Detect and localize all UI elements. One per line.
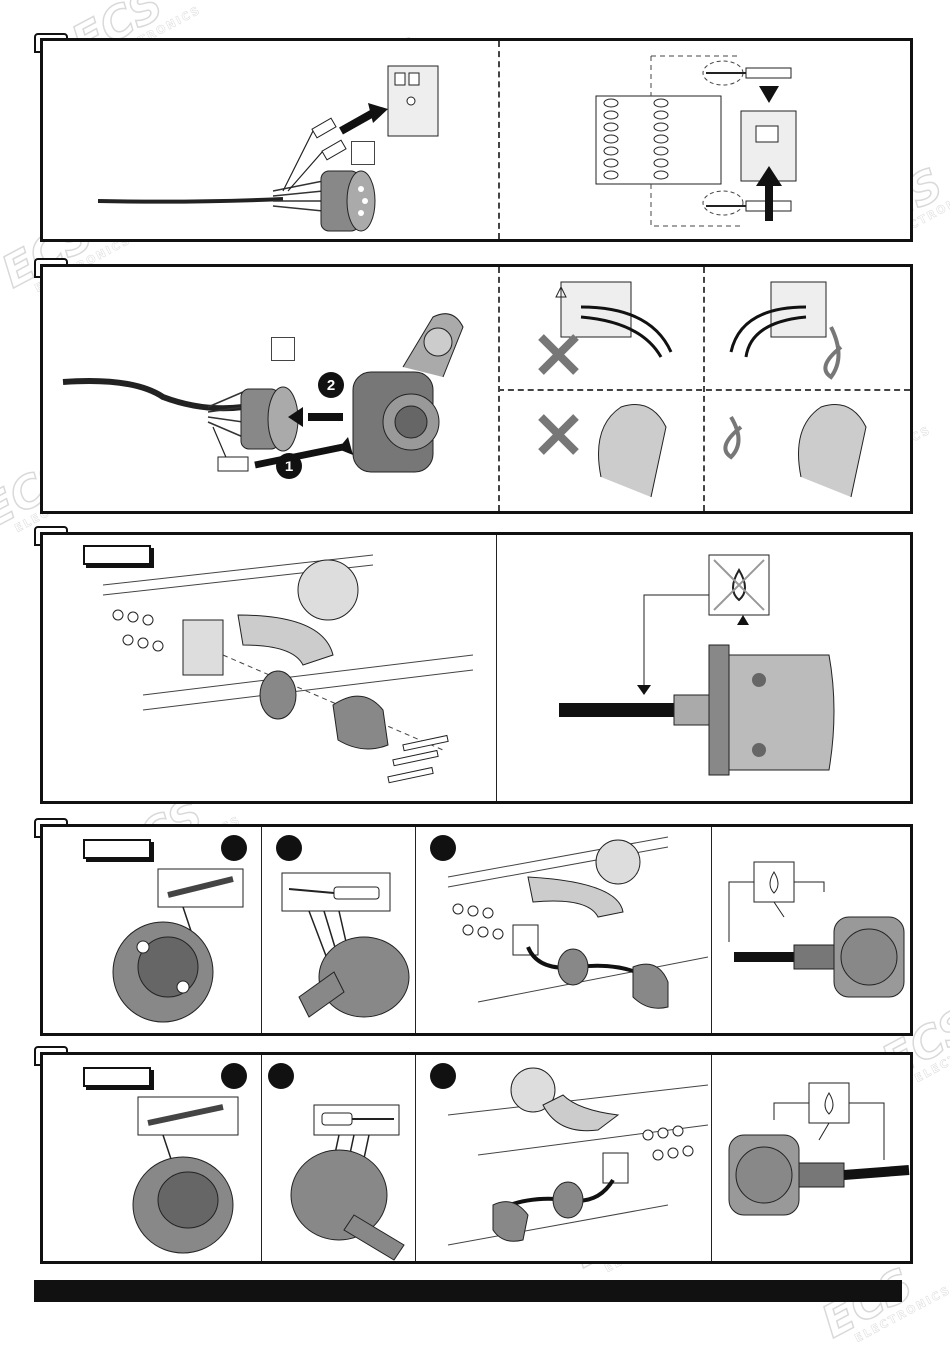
cutting-illustration bbox=[112, 868, 244, 1023]
step-2-panel: 2 1 bbox=[40, 264, 913, 514]
panel-divider bbox=[415, 827, 416, 1033]
wiring-warning-illustrations bbox=[538, 281, 867, 498]
step-5-panel bbox=[40, 1052, 913, 1264]
checkbox-placeholder bbox=[351, 141, 375, 165]
step-marker bbox=[276, 835, 302, 861]
variant-label-box bbox=[83, 839, 151, 859]
step-3-panel bbox=[40, 532, 913, 804]
panel-divider bbox=[496, 535, 497, 801]
socket-seal-illustration bbox=[728, 861, 905, 998]
step-marker bbox=[221, 835, 247, 861]
panel-divider bbox=[415, 1055, 416, 1261]
screwdriver-illustration bbox=[281, 872, 410, 1018]
step-marker bbox=[268, 1063, 294, 1089]
pin-diagram-illustration bbox=[595, 55, 797, 227]
panel-divider bbox=[261, 827, 262, 1033]
cutting-illustration bbox=[132, 1096, 239, 1254]
towbar-assembly-illustration bbox=[447, 836, 709, 1009]
cable-socket-illustration bbox=[97, 65, 439, 232]
panel-divider bbox=[711, 1055, 712, 1261]
panel-divider bbox=[498, 389, 910, 391]
socket-seal-illustration bbox=[559, 554, 835, 776]
towbar-mount-illustration bbox=[102, 554, 474, 784]
towbar-assembly-illustration bbox=[447, 1067, 709, 1246]
socket-assembly-illustration bbox=[62, 313, 464, 473]
step-marker bbox=[430, 1063, 456, 1089]
screwdriver-illustration bbox=[290, 1104, 405, 1261]
panel-divider bbox=[498, 41, 500, 239]
socket-seal-illustration bbox=[728, 1082, 910, 1216]
checkbox-placeholder bbox=[271, 337, 295, 361]
step-marker: 2 bbox=[318, 372, 344, 398]
step-marker bbox=[430, 835, 456, 861]
panel-divider bbox=[261, 1055, 262, 1261]
variant-label-box bbox=[83, 545, 151, 565]
panel-divider bbox=[711, 827, 712, 1033]
variant-label-box bbox=[83, 1067, 151, 1087]
footer-bar bbox=[34, 1280, 902, 1302]
step-marker bbox=[221, 1063, 247, 1089]
step-4-panel bbox=[40, 824, 913, 1036]
step-1-panel bbox=[40, 38, 913, 242]
